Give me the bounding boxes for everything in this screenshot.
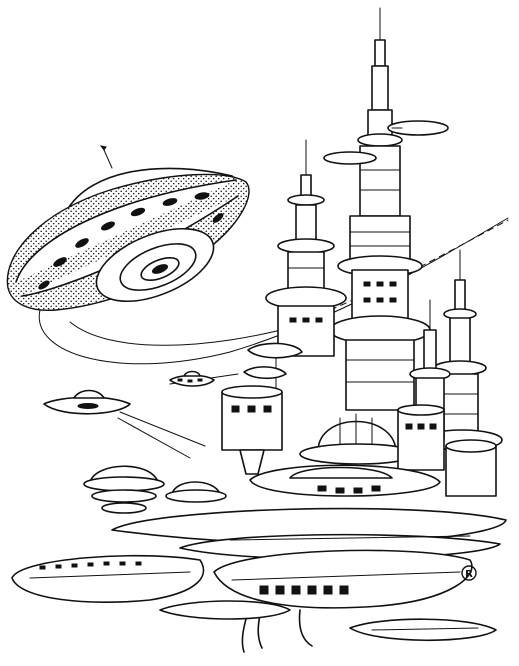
liner-left-windows bbox=[39, 561, 142, 570]
flying-craft-small-left bbox=[43, 389, 131, 415]
artist-signature: R bbox=[461, 565, 477, 581]
central-deck bbox=[249, 464, 441, 497]
tower-central-spire bbox=[323, 7, 449, 411]
spire-windows bbox=[363, 281, 397, 303]
domed-pods-left bbox=[83, 465, 227, 514]
saucer-portholes bbox=[38, 192, 224, 290]
liner-center-windows bbox=[259, 585, 349, 595]
flying-saucer-large bbox=[6, 145, 250, 311]
mushroom-platforms bbox=[243, 342, 303, 401]
hover-liner-center bbox=[213, 549, 473, 653]
tower-left-spire bbox=[265, 139, 347, 357]
flying-craft-small-center bbox=[169, 370, 215, 387]
signature-monogram: R bbox=[465, 569, 473, 580]
mid-level-buildings bbox=[221, 385, 497, 497]
hover-liner-left bbox=[11, 554, 205, 603]
lowest-hover-platforms bbox=[159, 600, 497, 642]
